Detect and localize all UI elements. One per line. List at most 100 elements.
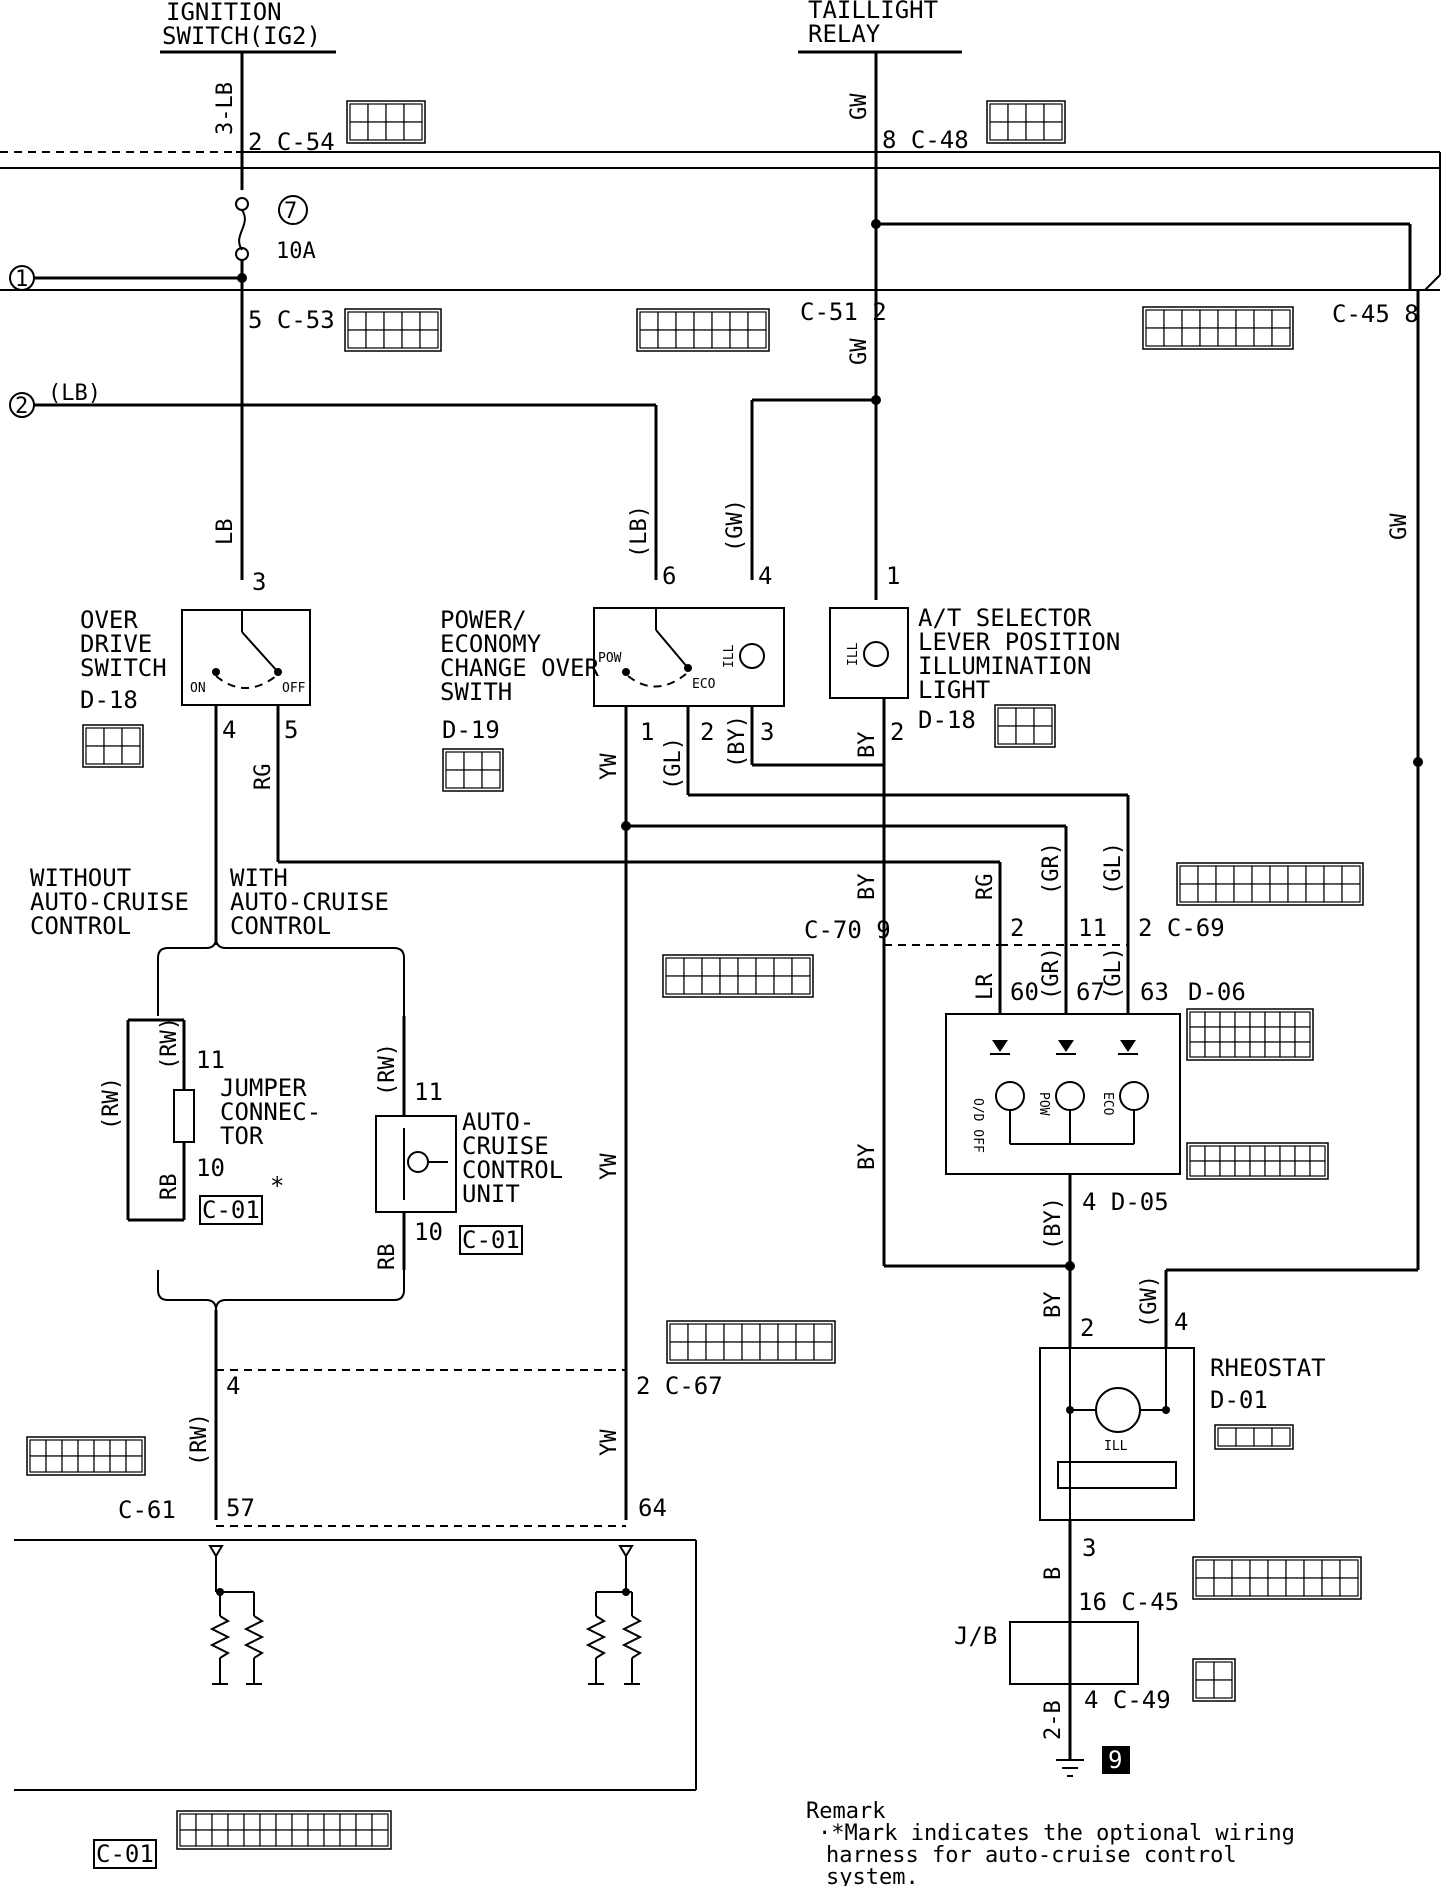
c67-pin4: 4 [226, 1372, 240, 1400]
jumper-c01: C-01 [202, 1196, 260, 1224]
over-drive-switch [181, 609, 311, 706]
pe-pin6: 6 [662, 562, 676, 590]
od-pin3: 3 [252, 568, 266, 596]
jumper-pin10: 10 [196, 1154, 225, 1182]
pe-pin2: 2 [700, 718, 714, 746]
od-pin4: 4 [222, 716, 236, 744]
od-on: ON [190, 681, 206, 696]
jumper-title-3: TOR [220, 1122, 264, 1150]
fuse-number: 7 [284, 199, 297, 224]
indicator-box [945, 1013, 1181, 1175]
od-title-3: SWITCH [80, 654, 167, 682]
wire-gl-1: (GL) [661, 737, 686, 790]
connector-face-icon [1192, 1658, 1236, 1702]
wire-by-6: BY [1041, 1292, 1066, 1319]
without-ac-2: AUTO-CRUISE [30, 888, 189, 916]
rheo-pin2: 2 [1080, 1314, 1094, 1342]
connector-face-icon [442, 748, 504, 792]
wire-by-2: BY [855, 732, 880, 759]
at-selector-light [829, 607, 909, 699]
c70-label: C-70 9 [804, 916, 891, 944]
c61-label: C-61 [118, 1496, 176, 1524]
pe-pin1: 1 [640, 718, 654, 746]
connector-face-icon [1142, 306, 1294, 350]
taillight-relay-label-2: RELAY [808, 20, 881, 48]
connector-face-icon [344, 308, 442, 352]
connector-face-icon [994, 704, 1056, 748]
d06-pin63: 63 [1140, 978, 1169, 1006]
pe-title-1: POWER/ [440, 606, 527, 634]
c61-pin64: 64 [638, 1494, 667, 1522]
connector-face-icon [346, 100, 426, 144]
wire-lb-od: LB [213, 519, 238, 546]
remark-title: Remark [806, 1799, 885, 1824]
wire-gw-2: GW [847, 338, 872, 365]
at-title-2: LEVER POSITION [918, 628, 1120, 656]
connector-face-icon [662, 954, 814, 998]
wire-yw-1: YW [597, 753, 622, 780]
wire-rw-1: (RW) [99, 1077, 124, 1130]
remark-line-1: ·*Mark indicates the optional wiring [818, 1821, 1295, 1846]
wire-lr: LR [973, 973, 998, 1000]
d06-pin67: 67 [1076, 978, 1105, 1006]
od-connector: D-18 [80, 686, 138, 714]
wire-yw-2: YW [597, 1153, 622, 1180]
pe-eco: ECO [692, 677, 716, 692]
pe-ill: ILL [722, 644, 737, 668]
with-ac-2: AUTO-CRUISE [230, 888, 389, 916]
pe-title-2: ECONOMY [440, 630, 542, 658]
taillight-relay-label: TAILLIGHT [808, 0, 938, 24]
jumper-connector [173, 1089, 195, 1143]
wire-gl-2: (GL) [1101, 842, 1126, 895]
wire-by-4: BY [855, 1144, 880, 1171]
ignition-switch-label: IGNITION [166, 0, 282, 26]
od-title-2: DRIVE [80, 630, 152, 658]
pe-pow: POW [598, 651, 622, 666]
wire-gl-3: (GL) [1101, 947, 1126, 1000]
connector-face-icon [176, 1810, 392, 1850]
ignition-switch-label-2: SWITCH(IG2) [162, 22, 321, 50]
c51-label: C-51 2 [800, 298, 887, 326]
connector-face-icon [1186, 1008, 1314, 1061]
acu-title-1: AUTO- [462, 1108, 534, 1136]
d06-pin60: 60 [1010, 978, 1039, 1006]
wire-gr-2: (GR) [1039, 947, 1064, 1000]
with-ac-1: WITH [230, 864, 288, 892]
pe-pin4: 4 [758, 562, 772, 590]
power-economy-switch [593, 607, 785, 707]
c49-label: 4 C-49 [1084, 1686, 1171, 1714]
wire-yw-3: YW [597, 1429, 622, 1456]
wire-rg-2: RG [973, 874, 998, 901]
jb-label: J/B [954, 1622, 997, 1650]
wire-rg: RG [251, 764, 276, 791]
d06-label: D-06 [1188, 978, 1246, 1006]
connector-face-icon [1186, 1142, 1329, 1180]
od-off: OFF [282, 681, 306, 696]
wire-b: B [1041, 1567, 1066, 1580]
c45-top-label: C-45 8 [1332, 300, 1419, 328]
c45-bottom-label: 16 C-45 [1078, 1588, 1179, 1616]
rheo-pin4: 4 [1174, 1308, 1188, 1336]
at-connector: D-18 [918, 706, 976, 734]
ecu-resistors-right [585, 1545, 643, 1685]
connector-face-icon [1176, 862, 1364, 906]
rheo-connector: D-01 [1210, 1386, 1268, 1414]
wire-gw-3: (GW) [1137, 1275, 1162, 1328]
wire-rw-2: (RW) [157, 1017, 182, 1070]
wire-rw-4: (RW) [187, 1413, 212, 1466]
connector-face-icon [82, 724, 144, 768]
wire-3lb: 3-LB [213, 82, 238, 135]
acu-title-2: CRUISE [462, 1132, 549, 1160]
remark-line-3: system. [826, 1865, 919, 1886]
at-title-3: ILLUMINATION [918, 652, 1091, 680]
fuse-rating: 10A [276, 239, 316, 264]
connector-face-icon [986, 100, 1066, 144]
connector-face-icon [666, 1320, 836, 1364]
acu-pin10: 10 [414, 1218, 443, 1246]
acu-title-4: UNIT [462, 1180, 520, 1208]
indicator-lamps [990, 1040, 1149, 1145]
wire-2b: 2-B [1041, 1700, 1066, 1740]
wire-gw-top: GW [847, 93, 872, 120]
at-pin1: 1 [886, 562, 900, 590]
